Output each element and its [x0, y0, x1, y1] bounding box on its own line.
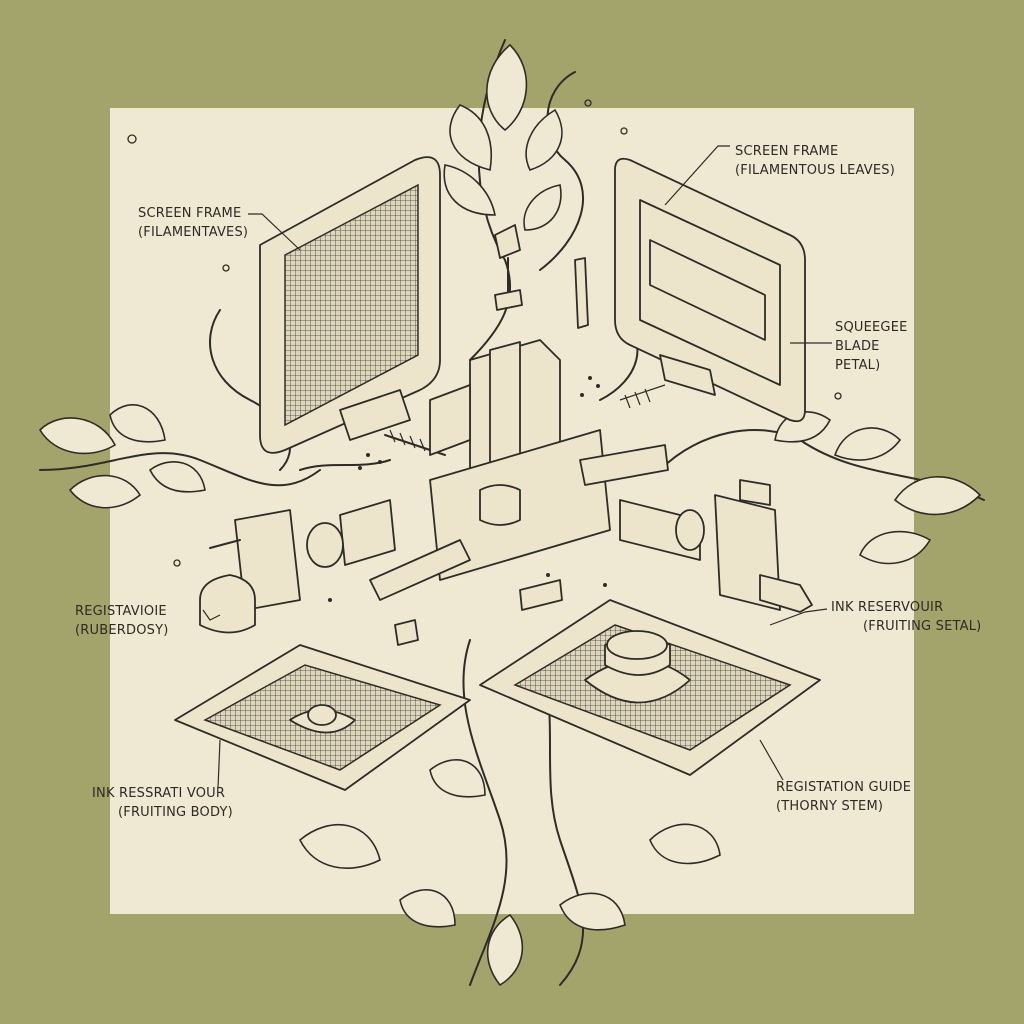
- label-line: SCREEN FRAME: [735, 144, 839, 159]
- label-line: (FILAMENTOUS LEAVES): [735, 163, 895, 178]
- label-line: PETAL): [835, 358, 881, 373]
- label-line: (FILAMENTAVES): [138, 225, 249, 240]
- screen-frame-right-part: [614, 157, 806, 423]
- leaf-cluster-right: [774, 411, 982, 565]
- left-roller-assembly: [199, 499, 396, 634]
- leader-lines: [202, 145, 832, 789]
- label-line: INK RESERVOUIR: [831, 600, 944, 615]
- label-ink-reservoir-right: INK RESERVOUIR (FRUITING SETAL): [831, 598, 981, 636]
- label-line: (FRUITING SETAL): [863, 619, 982, 634]
- label-line: BLADE: [835, 339, 880, 354]
- ink-tray-left-part: [174, 644, 471, 791]
- label-line: INK RESSRATI VOUR: [92, 786, 226, 801]
- leaf-cluster-bottom: [299, 759, 721, 987]
- right-roller-assembly: [619, 479, 813, 613]
- label-line: SCREEN FRAME: [138, 206, 242, 221]
- label-line: SQUEEGEE: [835, 320, 908, 335]
- leaf-cluster-top: [443, 43, 563, 231]
- leaf-cluster-left: [38, 404, 206, 509]
- screen-frame-left-part: [259, 156, 446, 456]
- label-registration-guide: REGISTATION GUIDE (THORNY STEM): [776, 778, 911, 816]
- label-registavioie: REGISTAVIOIE (RUBERDOSY): [75, 602, 169, 640]
- label-line: REGISTATION GUIDE: [776, 780, 912, 795]
- label-ink-reservoir-left: INK RESSRATI VOUR (FRUITING BODY): [92, 784, 233, 822]
- ink-tray-right-part: [479, 599, 821, 776]
- label-line: (THORNY STEM): [776, 799, 884, 814]
- label-line: (FRUITING BODY): [118, 805, 233, 820]
- label-line: (RUBERDOSY): [75, 623, 169, 638]
- central-press-mechanism: [369, 224, 669, 646]
- particle-dots: [127, 99, 842, 602]
- label-line: REGISTAVIOIE: [75, 604, 167, 619]
- label-screen-frame-left: SCREEN FRAME (FILAMENTAVES): [138, 204, 248, 242]
- label-squeegee: SQUEEGEE BLADE PETAL): [835, 318, 908, 375]
- label-screen-frame-right: SCREEN FRAME (FILAMENTOUS LEAVES): [735, 142, 895, 180]
